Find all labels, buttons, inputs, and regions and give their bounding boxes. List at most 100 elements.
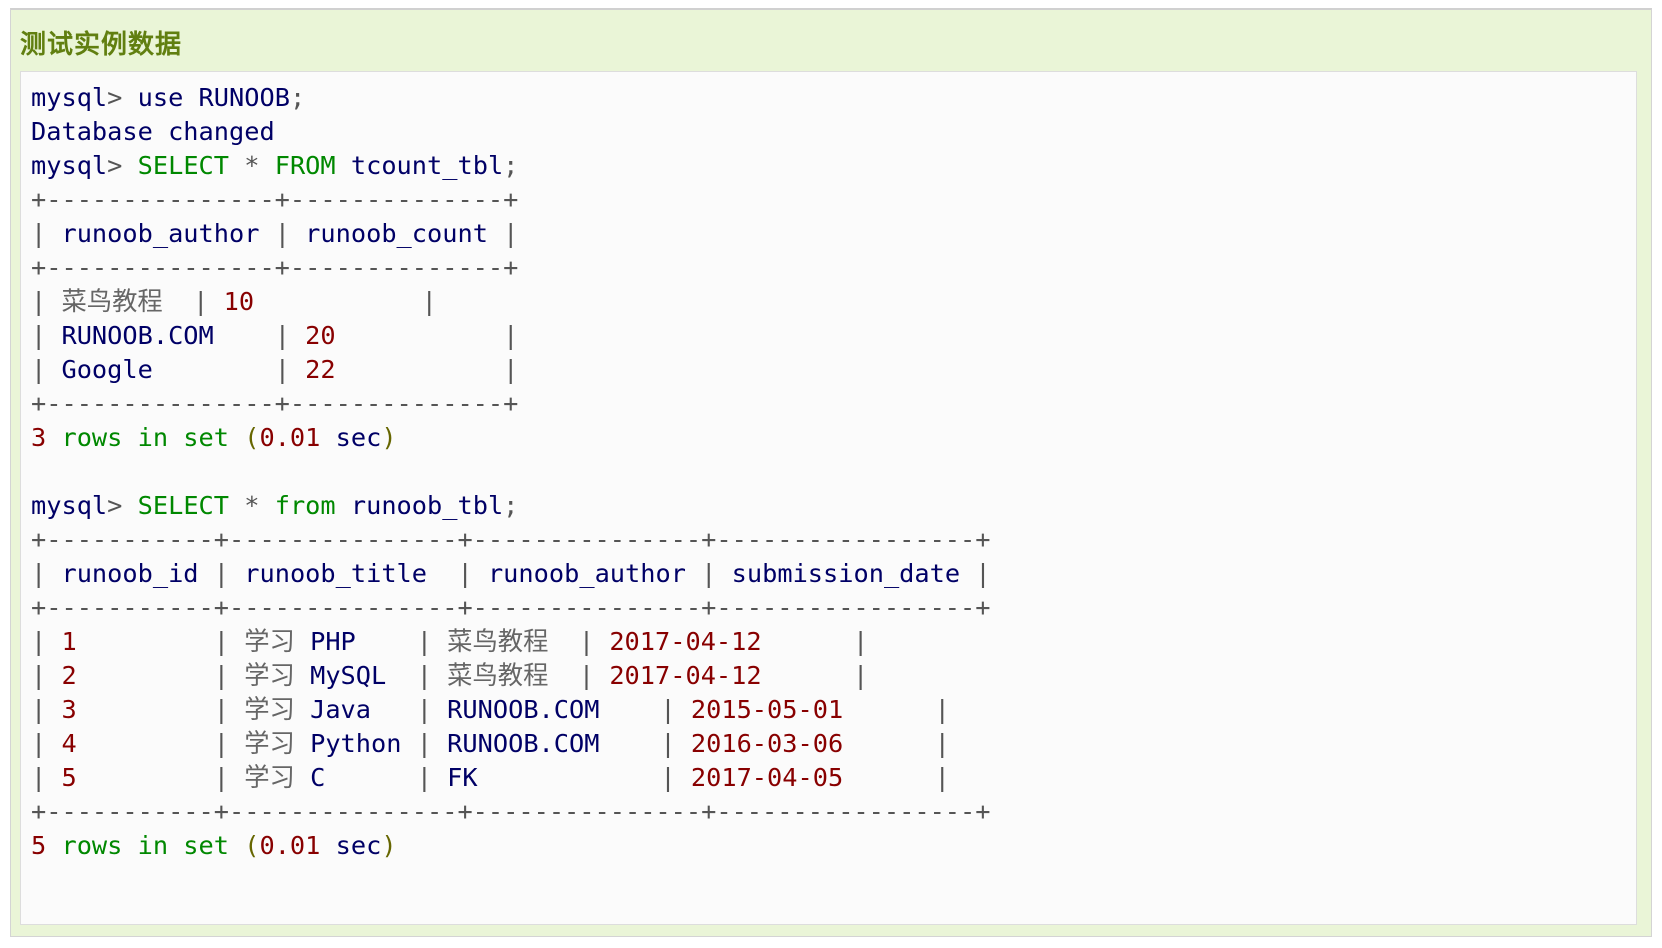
code-token: |	[31, 661, 62, 690]
code-token: |	[685, 559, 732, 588]
code-token: )	[381, 831, 397, 860]
code-token: 2	[61, 661, 77, 690]
code-token	[843, 763, 934, 792]
code-token: 2016-03-06	[690, 729, 844, 758]
code-token: |	[31, 729, 62, 758]
code-token: mysql	[31, 151, 108, 180]
code-token: (	[244, 423, 260, 452]
code-token: |	[487, 219, 519, 248]
code-token: |	[31, 559, 62, 588]
code-token: |	[421, 287, 437, 316]
code-token: use RUNOOB	[137, 83, 290, 112]
code-token: |	[31, 287, 62, 316]
code-token	[843, 729, 934, 758]
code-token: FROM	[274, 151, 336, 180]
code-token: |	[213, 763, 245, 792]
code-line: | runoob_id | runoob_title | runoob_auth…	[31, 559, 991, 588]
code-token: 0.01	[259, 831, 321, 860]
code-line: +-----------+---------------+-----------…	[31, 525, 991, 554]
code-token: |	[578, 661, 610, 690]
code-token: 2015-05-01	[690, 695, 844, 724]
code-line: | Google | 22 |	[31, 355, 518, 384]
code-token: +-----------+---------------+-----------…	[31, 593, 991, 622]
code-token: RUNOOB.COM	[447, 695, 600, 724]
code-token: |	[660, 729, 691, 758]
code-token: submission_date	[731, 559, 961, 588]
code-token: >	[107, 491, 138, 520]
code-token: |	[416, 763, 448, 792]
code-token: |	[198, 559, 245, 588]
code-token: Java	[294, 695, 417, 724]
code-token: 学习	[244, 627, 295, 656]
code-token: |	[31, 627, 62, 656]
code-token: |	[416, 729, 448, 758]
code-line: | 3 | 学习 Java | RUNOOB.COM | 2015-05-01 …	[31, 695, 950, 724]
code-token: |	[578, 627, 610, 656]
code-token	[254, 287, 422, 316]
code-token: |	[31, 695, 62, 724]
code-line: | RUNOOB.COM | 20 |	[31, 321, 518, 350]
code-token: )	[381, 423, 397, 452]
code-token	[77, 627, 214, 656]
code-block[interactable]: mysql> use RUNOOB; Database changed mysq…	[20, 71, 1637, 925]
code-token: runoob_count	[305, 219, 488, 248]
code-token: ;	[503, 151, 519, 180]
code-token: 22	[305, 355, 336, 384]
code-token	[77, 695, 214, 724]
code-token: 学习	[244, 661, 295, 690]
code-token	[259, 491, 274, 520]
code-token	[762, 661, 853, 690]
code-token: |	[503, 355, 519, 384]
code-token: *	[244, 491, 260, 520]
code-token: (	[244, 831, 260, 860]
code-token: 2017-04-05	[690, 763, 844, 792]
code-line: Database changed	[31, 117, 275, 146]
code-token: |	[853, 627, 869, 656]
code-token: |	[274, 355, 306, 384]
code-token	[229, 423, 244, 452]
code-token: runoob_author	[61, 219, 260, 248]
code-token	[229, 151, 244, 180]
code-token: >	[107, 151, 138, 180]
code-token: 10	[223, 287, 255, 316]
code-token: RUNOOB.COM	[447, 729, 600, 758]
code-token: mysql	[31, 83, 108, 112]
code-token	[762, 627, 853, 656]
code-line: 3 rows in set (0.01 sec)	[31, 423, 397, 452]
code-line: +-----------+---------------+-----------…	[31, 797, 991, 826]
code-token: |	[31, 219, 62, 248]
code-line: | 2 | 学习 MySQL | 菜鸟教程 | 2017-04-12 |	[31, 661, 868, 690]
code-token	[336, 355, 504, 384]
code-token: sec	[320, 831, 382, 860]
code-token	[46, 831, 61, 860]
code-token: 2017-04-12	[609, 627, 762, 656]
code-token: Google	[61, 355, 153, 384]
code-token	[31, 457, 46, 486]
code-token: 2017-04-12	[609, 661, 762, 690]
code-token	[77, 729, 214, 758]
code-token	[478, 763, 661, 792]
code-token: |	[416, 695, 448, 724]
code-token: PHP	[294, 627, 417, 656]
code-token: 菜鸟教程	[447, 627, 549, 656]
code-token: 3	[61, 695, 77, 724]
code-line: | 1 | 学习 PHP | 菜鸟教程 | 2017-04-12 |	[31, 627, 868, 656]
code-line: mysql> SELECT * from runoob_tbl;	[31, 491, 518, 520]
code-token	[229, 831, 244, 860]
code-token: 0.01	[259, 423, 321, 452]
code-token: |	[213, 627, 245, 656]
code-line: +---------------+--------------+	[31, 253, 518, 282]
code-token: mysql	[31, 491, 108, 520]
code-token: Database changed	[31, 117, 275, 146]
code-token: |	[853, 661, 869, 690]
code-token: rows in set	[61, 423, 229, 452]
code-token: +-----------+---------------+-----------…	[31, 525, 991, 554]
code-token: |	[660, 763, 691, 792]
code-token	[843, 695, 934, 724]
code-content[interactable]: mysql> use RUNOOB; Database changed mysq…	[31, 81, 991, 863]
code-line: +-----------+---------------+-----------…	[31, 593, 991, 622]
code-token	[153, 355, 275, 384]
code-token: ;	[503, 491, 519, 520]
code-line: | 5 | 学习 C | FK | 2017-04-05 |	[31, 763, 950, 792]
code-line: 5 rows in set (0.01 sec)	[31, 831, 397, 860]
